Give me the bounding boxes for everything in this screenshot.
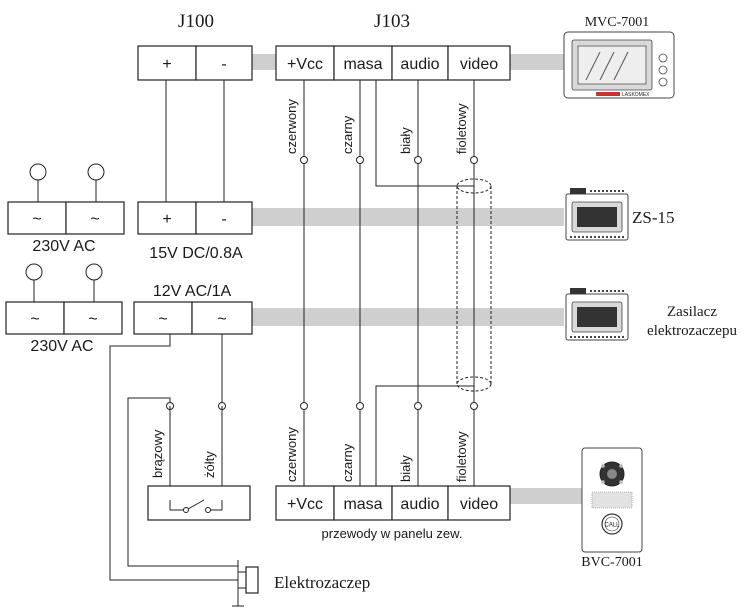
relay-switch (147, 485, 251, 521)
wire-label-bottom-audio: biały (398, 455, 413, 482)
bell-icon (601, 513, 623, 535)
wire-label-top-masa: czarny (340, 115, 355, 154)
monitor-device: MVC-7001 LASKOMEX (563, 15, 675, 99)
j103-bottom-video: video (460, 496, 498, 513)
outdoor-wires-label: przewody w panelu zew. (322, 526, 463, 541)
lock-psu-label-1: Zasilacz (667, 304, 717, 320)
wire-label-top-video: fioletowy (454, 103, 469, 154)
lock-psu-label-2: elektrozaczepu (647, 323, 737, 339)
monitor-label: MVC-7001 (585, 15, 650, 30)
ac-out-tilde-a: ~ (158, 311, 167, 328)
wire-label-lock-yellow: żółty (202, 451, 217, 478)
plug-icon (29, 163, 47, 181)
ac-in-1-tilde-a: ~ (32, 211, 41, 228)
wire-label-bottom-vcc: czerwony (284, 427, 299, 482)
ac-output-label: 12V AC/1A (153, 283, 232, 300)
wire-label-bottom-video: fioletowy (454, 431, 469, 482)
zs15-device (565, 188, 629, 241)
ac-input-2-label: 230V AC (30, 338, 93, 355)
dc-output: + - 15V DC/0.8A (137, 201, 253, 262)
monitor-brand: LASKOMEX (622, 92, 650, 98)
band-zs15 (252, 208, 564, 226)
lock-psu-device (565, 288, 629, 341)
coax-shield (456, 178, 492, 392)
j100-header: J100 (178, 11, 214, 32)
j103-top-video: video (460, 56, 498, 73)
wire-label-lock-brown: brązowy (150, 429, 165, 478)
j103-top-terminal-block: +Vcc masa audio video (275, 45, 511, 81)
lock-label: Elektrozaczep (274, 573, 370, 592)
wire-label-top-vcc: czerwony (284, 99, 299, 154)
dc-plus: + (162, 211, 171, 228)
ac-out-tilde-b: ~ (217, 311, 226, 328)
j103-header: J103 (374, 11, 410, 32)
ac-input-1-label: 230V AC (32, 238, 95, 255)
j100-terminal-block: + - (137, 45, 253, 81)
panel-label: BVC-7001 (581, 555, 642, 570)
ac-in-1-tilde-b: ~ (90, 211, 99, 228)
band-panel (510, 488, 582, 504)
j103-top-vcc: +Vcc (287, 56, 323, 73)
j103-bottom-masa: masa (343, 496, 382, 513)
plug-icon (85, 263, 103, 281)
plug-icon (87, 163, 105, 181)
j100-minus: - (221, 56, 226, 73)
ac-in-2-tilde-a: ~ (30, 311, 39, 328)
dc-minus: - (221, 211, 226, 228)
ac-output: 12V AC/1A ~ ~ (133, 283, 253, 335)
camera-icon (599, 461, 625, 487)
call-button-label: CALL (604, 523, 620, 529)
wire-label-top-audio: biały (398, 127, 413, 154)
j103-bottom-audio: audio (400, 496, 439, 513)
lock-icon (232, 560, 259, 607)
j103-bottom-terminal-block: +Vcc masa audio video przewody w panelu … (275, 485, 511, 541)
j103-top-masa: masa (343, 56, 382, 73)
j103-bottom-vcc: +Vcc (287, 496, 323, 513)
zs15-label: ZS-15 (632, 208, 675, 227)
dc-output-label: 15V DC/0.8A (149, 245, 243, 262)
j100-plus: + (162, 56, 171, 73)
wire-label-bottom-masa: czarny (340, 443, 355, 482)
outdoor-panel-device: CALL (581, 447, 643, 553)
switch-icon (169, 499, 223, 513)
j103-top-audio: audio (400, 56, 439, 73)
ac-in-2-tilde-b: ~ (88, 311, 97, 328)
plug-icon (25, 263, 43, 281)
ac-input-2: ~ ~ 230V AC (5, 263, 123, 355)
ac-input-1: ~ ~ 230V AC (7, 163, 125, 255)
band-psu (252, 308, 564, 326)
